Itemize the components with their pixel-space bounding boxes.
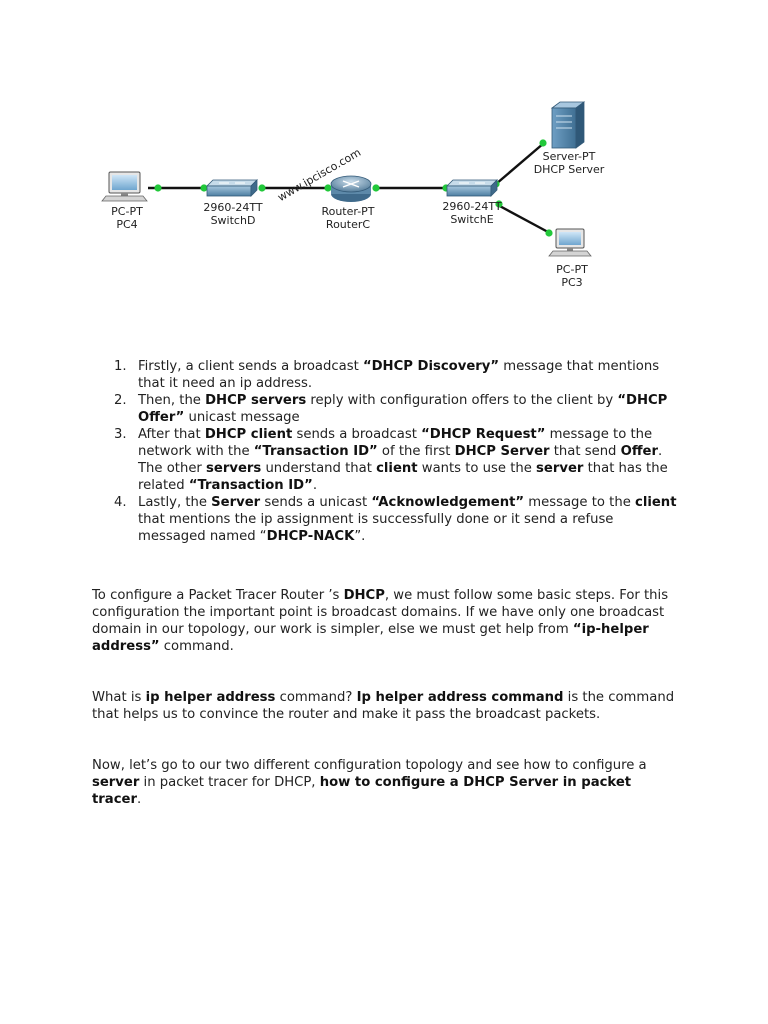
pc3-computer-icon xyxy=(549,229,591,256)
bold-text: DHCP Server xyxy=(455,444,550,459)
text-segment: wants to use the xyxy=(418,461,536,476)
text-segment: Lastly, the xyxy=(138,495,211,510)
bold-text: DHCP servers xyxy=(205,393,306,408)
bold-text: “DHCP Discovery” xyxy=(363,359,499,374)
next-steps-paragraph: Now, let’s go to our two different confi… xyxy=(92,757,682,808)
text-segment: unicast message xyxy=(184,410,299,425)
server-type-label: Server-PT xyxy=(543,150,596,163)
bold-text: client xyxy=(376,461,418,476)
text-segment: sends a broadcast xyxy=(292,427,421,442)
ip-helper-paragraph: What is ip helper address command? Ip he… xyxy=(92,689,682,723)
bold-text: DHCP-NACK xyxy=(267,529,355,544)
text-segment: command. xyxy=(160,639,234,654)
bold-text: client xyxy=(635,495,677,510)
routerc-router-icon xyxy=(331,176,371,202)
list-item-number: 1. xyxy=(114,358,127,375)
bold-text: Offer xyxy=(621,444,658,459)
routerc-name-label: RouterC xyxy=(326,218,370,231)
text-segment: Firstly, a client sends a broadcast xyxy=(138,359,363,374)
bold-text: “DHCP Request” xyxy=(421,427,545,442)
bold-text: Ip helper address command xyxy=(357,690,564,705)
list-item: 3. After that DHCP client sends a broadc… xyxy=(138,426,678,494)
server-name-label: DHCP Server xyxy=(534,163,605,176)
link-switche-pc3 xyxy=(496,204,548,232)
bold-text: “Acknowledgement” xyxy=(371,495,524,510)
text-segment: that mentions the ip assignment is succe… xyxy=(138,512,613,544)
switchd-switch-icon xyxy=(207,180,257,196)
bold-text: ip helper address xyxy=(146,690,276,705)
text-segment: reply with configuration offers to the c… xyxy=(306,393,617,408)
switche-name-label: SwitchE xyxy=(450,213,493,226)
switchd-type-label: 2960-24TT xyxy=(203,201,262,214)
bold-text: DHCP client xyxy=(205,427,292,442)
list-item-number: 3. xyxy=(114,426,127,443)
text-segment: To configure a Packet Tracer Router ’s xyxy=(92,588,344,603)
dhcp-steps-list: 1. Firstly, a client sends a broadcast “… xyxy=(138,358,678,545)
text-segment: ”. xyxy=(354,529,365,544)
text-segment: command? xyxy=(275,690,356,705)
bold-text: “Transaction ID” xyxy=(254,444,378,459)
bold-text: servers xyxy=(206,461,261,476)
text-segment: understand that xyxy=(261,461,376,476)
list-item-number: 2. xyxy=(114,392,127,409)
network-topology-diagram: PC-PT PC4 2960-24TT SwitchD Router-PT Ro… xyxy=(0,0,768,320)
list-item: 2. Then, the DHCP servers reply with con… xyxy=(138,392,678,426)
text-segment: After that xyxy=(138,427,205,442)
bold-text: “Transaction ID” xyxy=(189,478,313,493)
text-segment: message to the xyxy=(524,495,635,510)
text-segment: Then, the xyxy=(138,393,205,408)
pc4-type-label: PC-PT xyxy=(111,205,143,218)
pc3-type-label: PC-PT xyxy=(556,263,588,276)
switchd-name-label: SwitchD xyxy=(211,214,256,227)
text-segment: What is xyxy=(92,690,146,705)
bold-text: server xyxy=(536,461,583,476)
switche-type-label: 2960-24TT xyxy=(442,200,501,213)
text-segment: of the first xyxy=(378,444,455,459)
list-item: 4. Lastly, the Server sends a unicast “A… xyxy=(138,494,678,545)
text-segment: . xyxy=(313,478,317,493)
routerc-type-label: Router-PT xyxy=(321,205,374,218)
dhcp-server-icon xyxy=(552,102,584,148)
text-segment: that send xyxy=(550,444,621,459)
list-item: 1. Firstly, a client sends a broadcast “… xyxy=(138,358,678,392)
switche-switch-icon xyxy=(447,180,497,196)
bold-text: DHCP xyxy=(344,588,385,603)
text-segment: . xyxy=(137,792,141,807)
text-segment: Now, let’s go to our two different confi… xyxy=(92,758,647,773)
configure-intro-paragraph: To configure a Packet Tracer Router ’s D… xyxy=(92,587,682,655)
bold-text: Server xyxy=(211,495,260,510)
text-segment: sends a unicast xyxy=(260,495,371,510)
pc4-name-label: PC4 xyxy=(116,218,137,231)
bold-text: server xyxy=(92,775,139,790)
list-item-number: 4. xyxy=(114,494,127,511)
text-segment: in packet tracer for DHCP, xyxy=(139,775,319,790)
pc4-computer-icon xyxy=(102,172,147,201)
pc3-name-label: PC3 xyxy=(561,276,582,289)
